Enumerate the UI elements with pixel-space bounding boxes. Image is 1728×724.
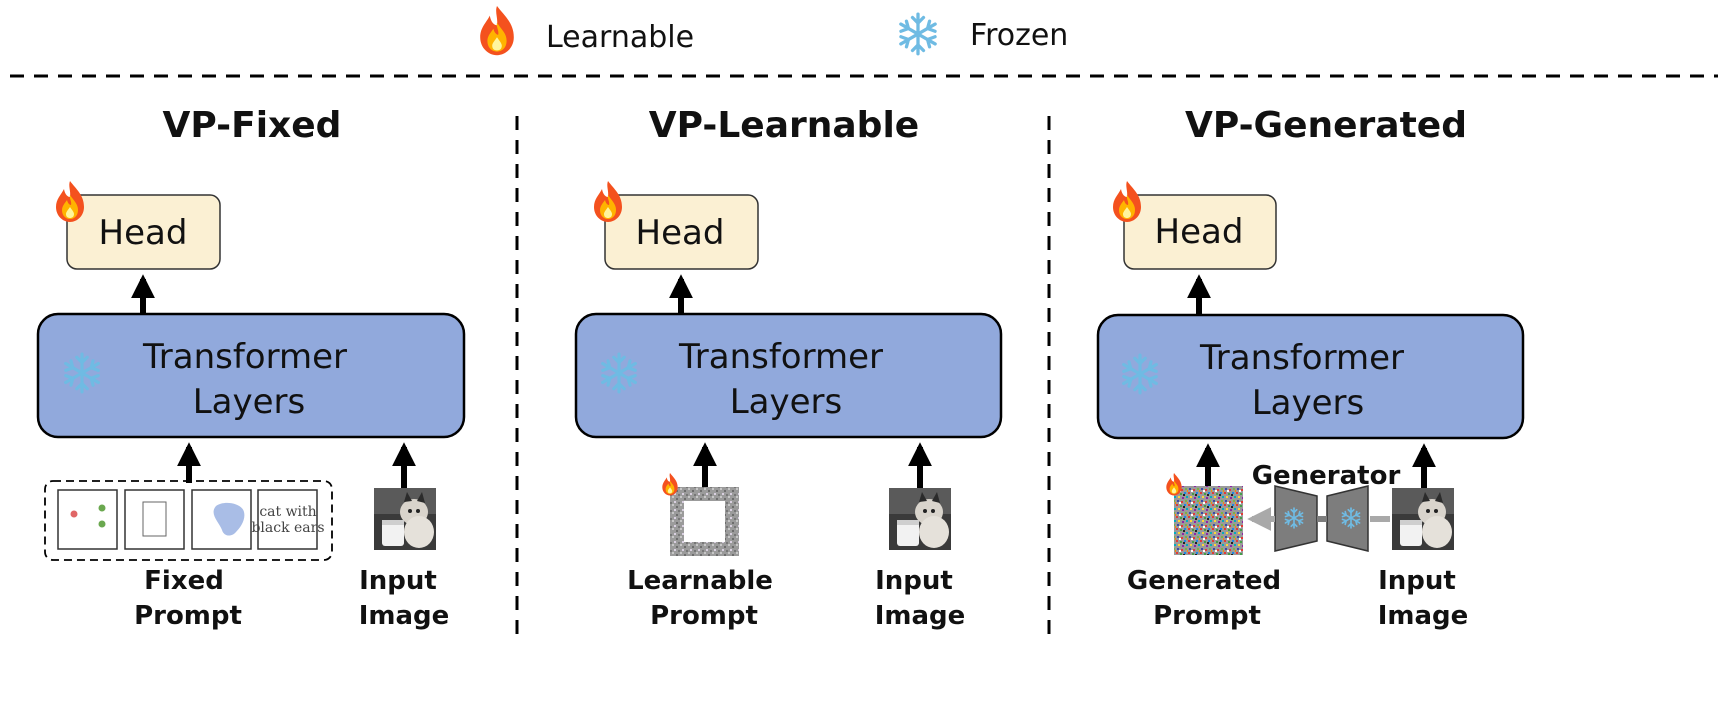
panel-title: VP-Learnable	[649, 105, 919, 146]
panel-vp-learnable: VP-Learnable Head Transformer Layers Lea…	[574, 105, 1003, 631]
input-image	[374, 488, 436, 550]
legend-frozen-label: Frozen	[970, 18, 1068, 53]
panel-vp-generated: VP-Generated Head Transformer Layers Gen…	[1096, 105, 1525, 631]
head-block	[1123, 194, 1277, 270]
transformer-label-line2: Layers	[1252, 383, 1365, 423]
fire-icon	[56, 181, 84, 222]
transformer-label-line1: Transformer	[142, 337, 347, 377]
image-caption-line2: Image	[1378, 601, 1469, 631]
input-image	[1392, 488, 1454, 550]
prompt-points	[57, 489, 118, 550]
head-label: Head	[99, 213, 188, 253]
generator-label: Generator	[1252, 461, 1401, 491]
image-caption-line1: Input	[875, 566, 953, 596]
prompt-caption-line1: Generated	[1127, 566, 1281, 596]
fire-icon	[1113, 181, 1141, 222]
panel-vp-fixed: VP-Fixed Head Transformer Layers c	[36, 105, 466, 631]
head-label: Head	[1155, 212, 1244, 252]
fire-icon	[594, 181, 622, 222]
prompt-text-line1: cat with	[259, 504, 316, 520]
input-image	[889, 488, 951, 550]
image-caption-line2: Image	[359, 601, 450, 631]
transformer-label-line2: Layers	[730, 382, 843, 422]
prompt-caption-line2: Prompt	[650, 601, 758, 631]
learnable-prompt-frame	[670, 487, 739, 556]
prompt-caption-line1: Fixed	[144, 566, 224, 596]
image-caption-line1: Input	[1378, 566, 1456, 596]
transformer-block	[36, 312, 466, 439]
head-label: Head	[636, 213, 725, 253]
snowflake-icon	[899, 12, 937, 56]
transformer-label-line1: Transformer	[1199, 338, 1404, 378]
fire-icon	[480, 5, 514, 56]
legend-learnable-label: Learnable	[546, 20, 694, 55]
head-block	[66, 194, 221, 270]
head-block	[604, 194, 759, 270]
prompt-text-line2: black ears	[251, 520, 324, 536]
transformer-label-line2: Layers	[193, 382, 306, 422]
prompt-box	[124, 489, 185, 550]
prompt-caption-line2: Prompt	[1153, 601, 1261, 631]
generator-decoder	[1326, 485, 1369, 552]
fixed-prompt-group	[44, 480, 333, 561]
prompt-caption-line1: Learnable	[627, 566, 773, 596]
prompt-mask	[191, 489, 252, 550]
transformer-block	[1096, 313, 1525, 440]
transformer-label-line1: Transformer	[678, 337, 883, 377]
generated-prompt-noise	[1174, 486, 1243, 555]
legend: Learnable Frozen	[480, 5, 1068, 56]
panel-title: VP-Generated	[1185, 105, 1467, 146]
image-caption-line2: Image	[875, 601, 966, 631]
transformer-block	[574, 312, 1003, 439]
fire-icon	[1166, 473, 1182, 496]
image-caption-line1: Input	[359, 566, 437, 596]
fire-icon	[662, 473, 678, 496]
prompt-caption-line2: Prompt	[134, 601, 242, 631]
panel-title: VP-Fixed	[163, 105, 342, 146]
prompt-text: cat with black ears	[251, 489, 325, 550]
